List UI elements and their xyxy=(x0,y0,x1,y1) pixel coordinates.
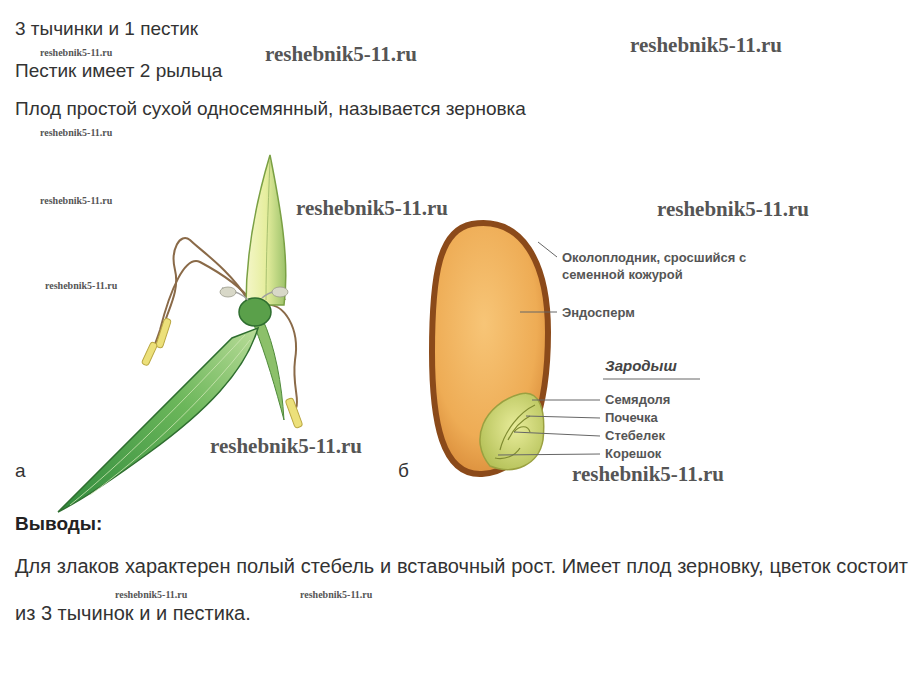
note-text: Пестик имеет 2 рыльца xyxy=(15,60,222,82)
watermark: reshebnik5-11.ru xyxy=(45,280,117,291)
part-label: Стебелек xyxy=(605,427,665,444)
watermark: reshebnik5-11.ru xyxy=(296,196,448,221)
watermark: reshebnik5-11.ru xyxy=(210,434,362,459)
watermark: reshebnik5-11.ru xyxy=(300,589,372,600)
figure-letter: б xyxy=(398,460,409,482)
part-label: Корешок xyxy=(605,445,661,462)
wheat-flower xyxy=(58,155,303,512)
watermark: reshebnik5-11.ru xyxy=(40,47,112,58)
watermark: reshebnik5-11.ru xyxy=(115,589,187,600)
note-text: 3 тычинки и 1 пестик xyxy=(15,18,198,40)
watermark: reshebnik5-11.ru xyxy=(572,462,724,487)
watermark: reshebnik5-11.ru xyxy=(630,33,782,58)
part-label: Околоплодник, сросшийся с семенной кожур… xyxy=(562,249,787,283)
watermark: reshebnik5-11.ru xyxy=(40,127,112,138)
part-label: Почечка xyxy=(605,409,658,426)
part-label: Семядоля xyxy=(605,391,670,408)
part-heading: Зародыш xyxy=(605,357,677,374)
note-text: Плод простой сухой односемянный, называе… xyxy=(15,98,526,120)
figure-letter: а xyxy=(15,460,26,482)
part-label: Эндосперм xyxy=(562,304,635,321)
wheat-grain-section xyxy=(432,223,548,474)
watermark: reshebnik5-11.ru xyxy=(265,42,417,67)
conclusion-heading: Выводы: xyxy=(15,513,102,535)
watermark: reshebnik5-11.ru xyxy=(657,197,809,222)
watermark: reshebnik5-11.ru xyxy=(40,195,112,206)
